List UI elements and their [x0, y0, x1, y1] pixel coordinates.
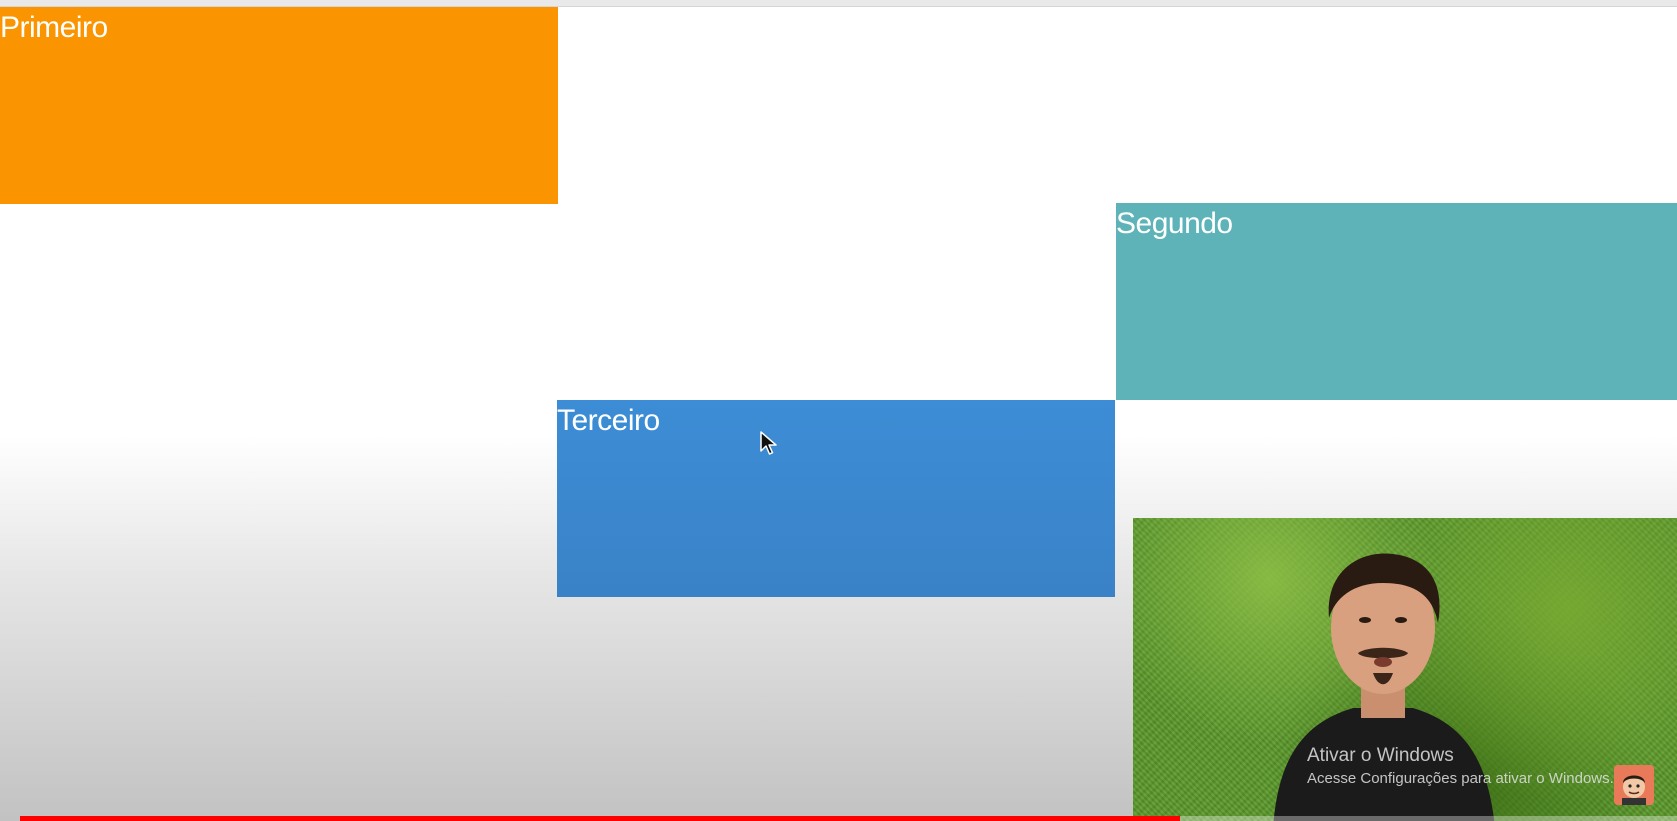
presenter-silhouette [1273, 553, 1495, 821]
box-terceiro: Terceiro [557, 400, 1115, 597]
video-progress-bar[interactable] [20, 816, 1677, 821]
channel-avatar-icon[interactable] [1614, 765, 1654, 805]
box-primeiro-label: Primeiro [0, 11, 108, 44]
box-segundo: Segundo [1116, 203, 1677, 400]
box-primeiro: Primeiro [0, 7, 558, 204]
video-progress-fill [20, 816, 1180, 821]
webcam-overlay [1133, 518, 1677, 821]
watermark-subtitle: Acesse Configurações para ativar o Windo… [1307, 770, 1614, 787]
mouse-pointer-icon [760, 431, 777, 455]
watermark-title: Ativar o Windows [1307, 745, 1454, 766]
windows-activation-watermark: Ativar o Windows Acesse Configurações pa… [1307, 744, 1614, 790]
box-segundo-label: Segundo [1116, 207, 1233, 240]
box-terceiro-label: Terceiro [557, 404, 660, 437]
browser-top-edge [0, 0, 1677, 7]
